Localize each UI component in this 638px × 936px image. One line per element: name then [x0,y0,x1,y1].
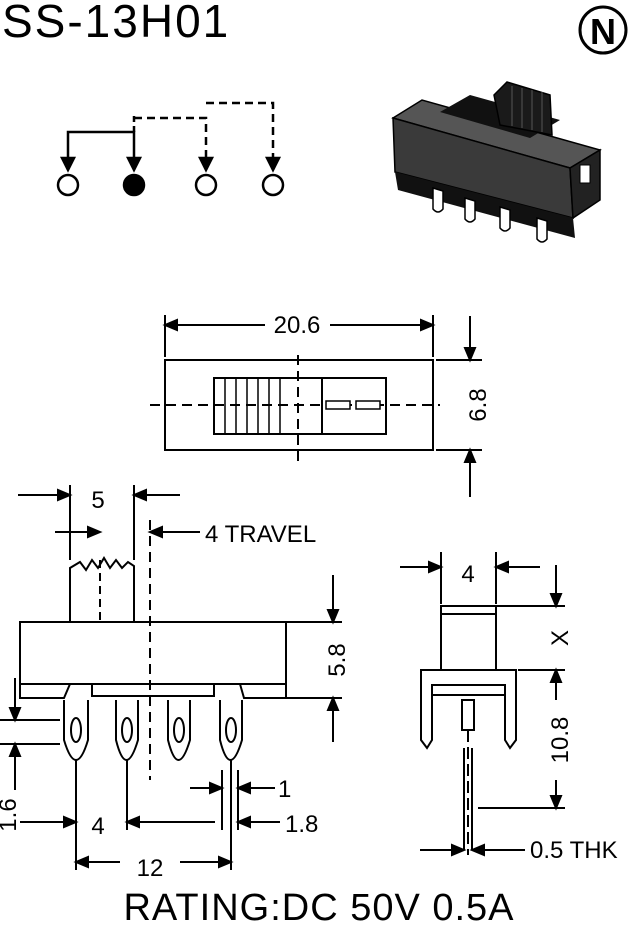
side-view [400,552,565,857]
terminal-open-2 [194,173,218,197]
terminal-common [122,173,146,197]
part-number-title: SS-13H01 [2,0,231,47]
dim-actuator-height: X [547,630,574,646]
product-illustration [391,81,602,243]
dim-width: 6.8 [465,388,492,421]
dim-body-height: 5.8 [324,643,351,676]
dim-side-actuator-width: 4 [461,561,474,588]
top-view [150,315,482,497]
dim-travel: 4 TRAVEL [205,521,316,548]
front-view [0,485,342,870]
dim-pin-width-2: 1.8 [285,811,318,838]
dim-pin-pitch: 4 [91,813,104,840]
circuit-schematic [56,101,285,197]
dim-pin-width: 1 [278,776,291,803]
terminal-open-3 [261,173,285,197]
terminal-open-1 [56,173,80,197]
manufacturer-logo: N [578,5,628,55]
dim-side-height: 10.8 [547,717,574,764]
dim-pin-span: 12 [137,855,164,882]
dim-actuator-width: 5 [91,487,104,514]
logo-letter: N [590,11,616,52]
dim-pin-offset: 1.6 [0,798,22,831]
dim-thickness: 0.5 THK [530,837,618,864]
dim-length: 20.6 [274,312,321,339]
rating-label: RATING:DC 50V 0.5A [123,887,515,929]
